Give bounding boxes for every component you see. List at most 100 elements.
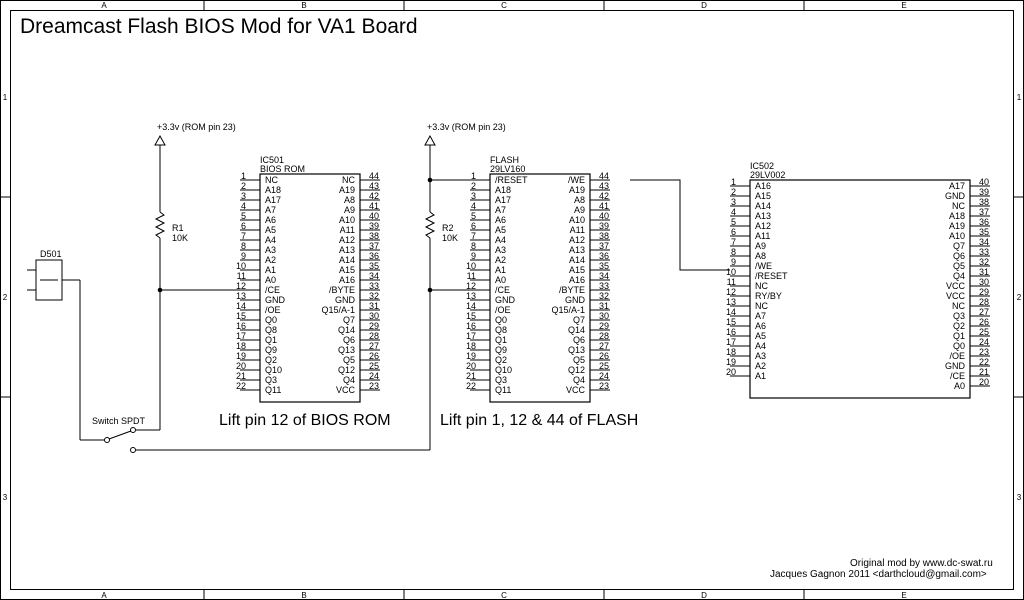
pin-name: VCC <box>566 385 586 395</box>
pin-number: 37 <box>369 241 379 251</box>
pin-name: A7 <box>265 205 276 215</box>
pin-name: A15 <box>569 265 585 275</box>
pin-name: Q6 <box>573 335 585 345</box>
pin-name: Q12 <box>338 365 355 375</box>
pin-name: A9 <box>574 205 585 215</box>
pin-number: 30 <box>369 311 379 321</box>
pin-name: /OE <box>949 351 965 361</box>
pin-number: 12 <box>466 281 476 291</box>
pin-number: 17 <box>236 331 246 341</box>
pin-number: 4 <box>471 201 476 211</box>
pin-number: 36 <box>599 251 609 261</box>
pin-name: A5 <box>265 225 276 235</box>
pin-name: Q10 <box>495 365 512 375</box>
pin-name: GND <box>945 361 966 371</box>
pin-number: 5 <box>731 217 736 227</box>
pin-number: 27 <box>369 341 379 351</box>
pin-number: 26 <box>369 351 379 361</box>
pin-number: 24 <box>599 371 609 381</box>
pin-name: A2 <box>265 255 276 265</box>
pin-number: 11 <box>237 271 246 281</box>
frame-row-label: 2 <box>3 293 8 302</box>
pin-name: A4 <box>755 341 766 351</box>
pin-name: A3 <box>755 351 766 361</box>
pin-name: NC <box>755 281 768 291</box>
pin-name: A0 <box>495 275 506 285</box>
pin-number: 21 <box>236 371 246 381</box>
pin-number: 28 <box>979 297 989 307</box>
pin-name: A6 <box>755 321 766 331</box>
chip-part: 29LV002 <box>750 170 785 180</box>
pin-number: 29 <box>599 321 609 331</box>
pin-name: Q4 <box>343 375 355 385</box>
pin-name: Q0 <box>265 315 277 325</box>
pin-number: 13 <box>236 291 246 301</box>
pin-number: 9 <box>241 251 246 261</box>
pin-number: 10 <box>726 267 736 277</box>
pin-name: Q14 <box>568 325 585 335</box>
pin-number: 36 <box>369 251 379 261</box>
pin-name: Q5 <box>343 355 355 365</box>
power-label: +3.3v (ROM pin 23) <box>157 122 236 132</box>
pin-name: VCC <box>946 281 966 291</box>
pin-name: Q8 <box>495 325 507 335</box>
pin-number: 5 <box>471 211 476 221</box>
pin-number: 10 <box>236 261 246 271</box>
pin-name: Q15/A-1 <box>551 305 585 315</box>
pin-number: 3 <box>241 191 246 201</box>
pin-name: A2 <box>755 361 766 371</box>
pin-number: 14 <box>236 301 246 311</box>
pin-name: /WE <box>568 175 585 185</box>
pin-name: Q3 <box>953 311 965 321</box>
pin-number: 44 <box>599 171 609 181</box>
pin-name: Q1 <box>265 335 277 345</box>
pin-number: 7 <box>241 231 246 241</box>
pin-number: 11 <box>727 277 736 287</box>
pin-number: 2 <box>471 181 476 191</box>
pin-name: A8 <box>344 195 355 205</box>
pin-name: /WE <box>755 261 772 271</box>
chip-body-ic501 <box>259 173 361 403</box>
pin-number: 24 <box>979 337 989 347</box>
pin-number: 15 <box>236 311 246 321</box>
frame-col-label: C <box>501 1 507 10</box>
credit-line-1: Original mod by www.dc-swat.ru <box>850 558 993 569</box>
pin-name: NC <box>755 301 768 311</box>
pin-name: Q12 <box>568 365 585 375</box>
chip-part: BIOS ROM <box>260 164 305 174</box>
pin-name: A17 <box>265 195 281 205</box>
pin-name: /OE <box>265 305 281 315</box>
pin-name: A8 <box>755 251 766 261</box>
pin-name: /RESET <box>495 175 528 185</box>
pin-number: 32 <box>369 291 379 301</box>
pin-number: 12 <box>726 287 736 297</box>
pin-number: 31 <box>369 301 379 311</box>
pin-number: 3 <box>731 197 736 207</box>
pin-name: NC <box>265 175 278 185</box>
frame-col-label: A <box>101 591 107 600</box>
diode-d501 <box>27 259 80 301</box>
pin-number: 7 <box>471 231 476 241</box>
chip-ref: IC502 <box>750 161 774 171</box>
pin-name: Q4 <box>953 271 965 281</box>
pin-number: 5 <box>241 211 246 221</box>
credit-line-2: Jacques Gagnon 2011 <darthcloud@gmail.co… <box>770 569 987 580</box>
frame-row-label: 1 <box>1017 93 1022 102</box>
resistor-r1 <box>154 211 166 239</box>
pin-name: A16 <box>569 275 585 285</box>
pin-number: 37 <box>599 241 609 251</box>
pin-number: 9 <box>731 257 736 267</box>
pin-number: 7 <box>731 237 736 247</box>
pin-name: A17 <box>949 181 965 191</box>
pin-name: Q7 <box>573 315 585 325</box>
pin-name: GND <box>265 295 286 305</box>
pin-name: A10 <box>569 215 585 225</box>
power-symbol <box>424 134 436 212</box>
pin-number: 42 <box>599 191 609 201</box>
pin-name: A3 <box>495 245 506 255</box>
pin-number: 22 <box>979 357 989 367</box>
pin-name: A12 <box>339 235 355 245</box>
pin-name: Q2 <box>953 321 965 331</box>
pin-number: 41 <box>369 201 379 211</box>
